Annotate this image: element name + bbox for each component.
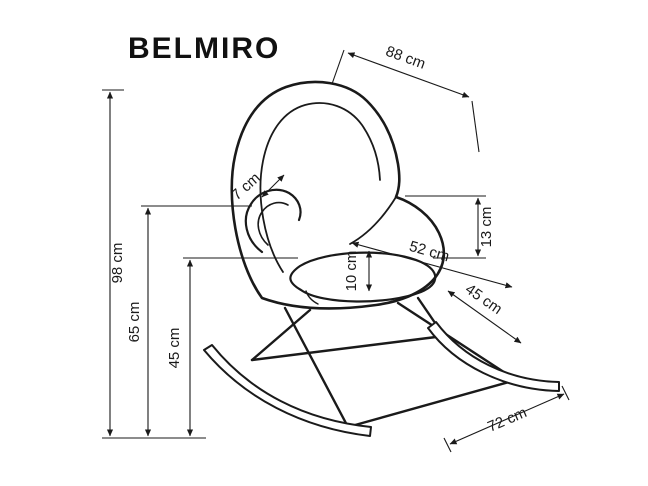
chair-back-cushion-line [259,102,381,273]
chair-leg-frame [250,296,518,429]
chair-left-armrest-inner [257,201,289,246]
dim-rocker-length-label: 72 cm [485,404,529,436]
chair-left-rocker [203,344,372,437]
ext-line-88-right [471,100,480,153]
ext-line-72-right [561,385,570,401]
chair-left-armrest [244,188,302,254]
dim-line-7 [261,174,285,198]
chair-seat-front-seam [305,290,319,305]
dim-line-72 [449,393,565,445]
dim-seat-width-label: 52 cm [407,238,451,266]
chair-shell-outline [230,80,446,310]
ext-line-72-left [443,437,452,453]
dim-seat-height-label: 45 cm [166,328,183,369]
product-title: BELMIRO [128,32,280,65]
dim-total-height-label: 98 cm [109,243,126,284]
rocking-chair-drawing [203,80,560,437]
dim-line-88 [347,52,470,98]
dim-cushion-height-label: 10 cm [343,251,360,292]
dim-armrest-tube-label: 7 cm [228,169,264,203]
dimension-lines [102,49,570,453]
chair-right-rocker [427,321,560,392]
dimension-labels: 88 cm 98 cm 65 cm 45 cm 7 cm 13 cm 52 cm… [109,43,529,436]
dim-line-52 [351,241,513,289]
dim-line-45-right [447,290,522,344]
dim-seat-depth-label: 45 cm [462,281,505,318]
ext-line-88-left [331,49,345,85]
dim-backrest-side-label: 13 cm [478,207,495,248]
chair-right-wing-line [349,196,397,245]
dim-armrest-height-label: 65 cm [126,302,143,343]
